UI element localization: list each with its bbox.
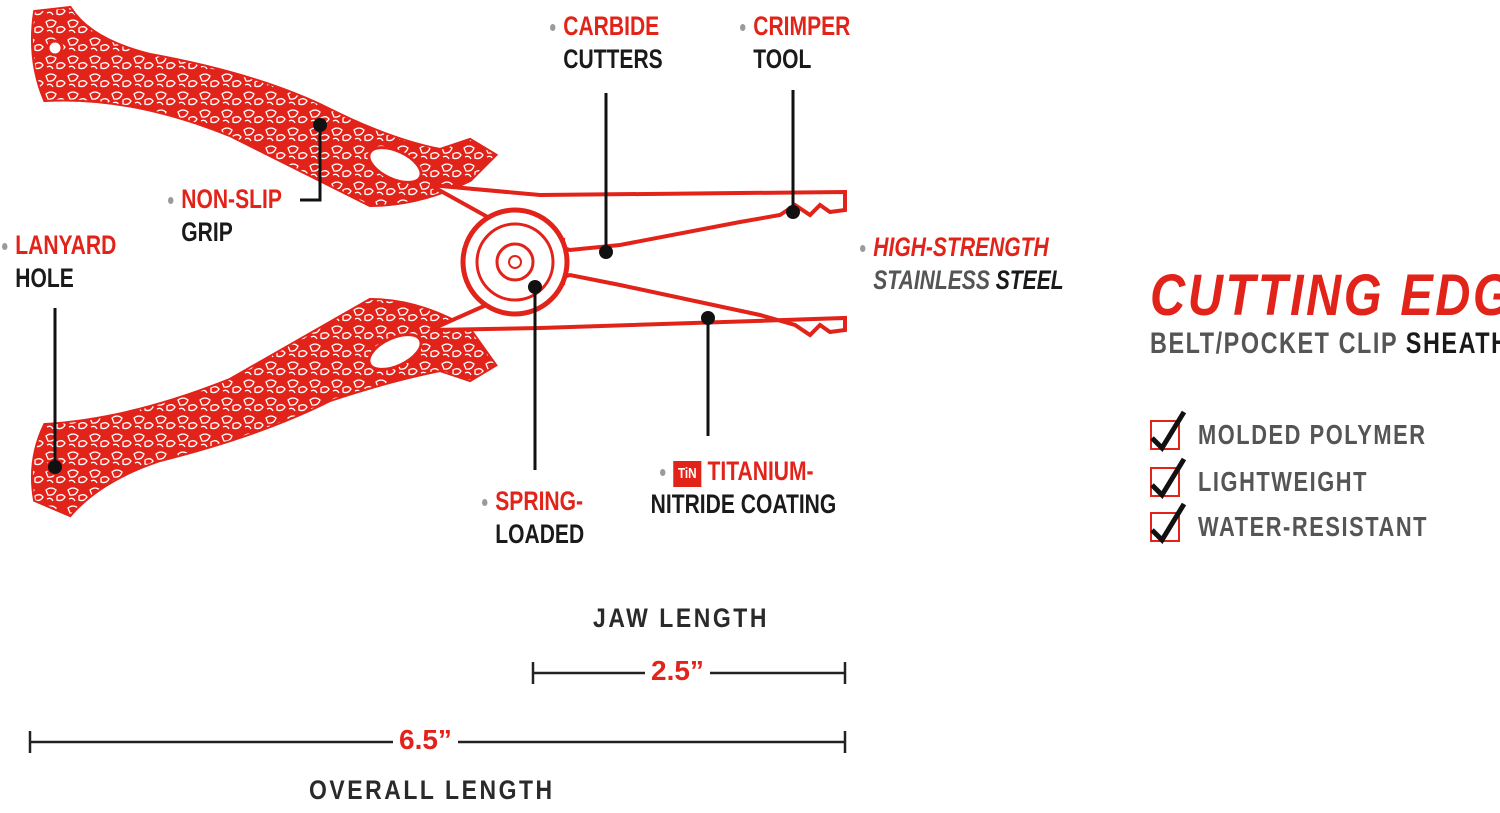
sheath-subtitle: BELT/POCKET CLIP SHEATH	[1150, 327, 1500, 361]
tin-badge: TiN	[673, 461, 702, 487]
leader-lines	[53, 90, 795, 470]
jaw-length-value: 2.5”	[645, 655, 710, 687]
feature-item: LIGHTWEIGHT	[1150, 457, 1416, 499]
callout-line1: NON-SLIP	[181, 184, 282, 214]
callout-non-slip-grip: NON-SLIP GRIP	[168, 183, 282, 249]
jaw-length-label: JAW LENGTH	[593, 603, 769, 633]
upper-handle	[30, 5, 499, 208]
pivot	[460, 207, 570, 317]
callout-line2: NITRIDE COATING	[650, 489, 837, 519]
callout-line1: LANYARD	[15, 230, 117, 260]
callout-line1: SPRING-	[495, 486, 584, 516]
callout-crimper-tool: CRIMPER TOOL	[740, 10, 850, 76]
lower-handle	[31, 297, 498, 518]
callout-carbide-cutters: CARBIDE CUTTERS	[550, 10, 663, 76]
callout-line2: GRIP	[181, 217, 233, 247]
feature-item: WATER-RESISTANT	[1150, 502, 1493, 544]
feature-label: LIGHTWEIGHT	[1198, 466, 1369, 497]
callout-line1: CARBIDE	[563, 11, 660, 41]
callout-lanyard-hole: LANYARD HOLE	[2, 229, 116, 295]
callout-line2: TOOL	[753, 44, 812, 74]
overall-length-value: 6.5”	[393, 724, 458, 756]
callout-stainless-steel: HIGH-STRENGTH STAINLESS STEEL	[860, 231, 1064, 297]
checkbox-checked-icon	[1150, 457, 1187, 499]
callout-spring-loaded: SPRING- LOADED	[482, 485, 584, 551]
sheath-title: CUTTING EDGE	[1150, 263, 1500, 328]
feature-label: WATER-RESISTANT	[1198, 511, 1429, 542]
callout-line1: TITANIUM-	[707, 456, 814, 486]
checkbox-checked-icon	[1150, 502, 1187, 544]
callout-line2b: STEEL	[995, 265, 1064, 295]
callout-line1: CRIMPER	[753, 11, 851, 41]
leader-dots	[48, 118, 800, 474]
callout-line2: HOLE	[15, 263, 74, 293]
callout-line2a: STAINLESS	[873, 265, 990, 295]
feature-label: MOLDED POLYMER	[1198, 419, 1427, 450]
sheath-subtitle-a: BELT/POCKET CLIP	[1150, 327, 1398, 360]
callout-line1: HIGH-STRENGTH	[873, 232, 1049, 262]
checkbox-checked-icon	[1150, 410, 1187, 452]
callout-line2: CUTTERS	[563, 44, 663, 74]
feature-item: MOLDED POLYMER	[1150, 410, 1491, 452]
overall-length-label: OVERALL LENGTH	[309, 775, 555, 805]
sheath-subtitle-b: SHEATH	[1405, 327, 1500, 360]
callout-line2: LOADED	[495, 519, 585, 549]
